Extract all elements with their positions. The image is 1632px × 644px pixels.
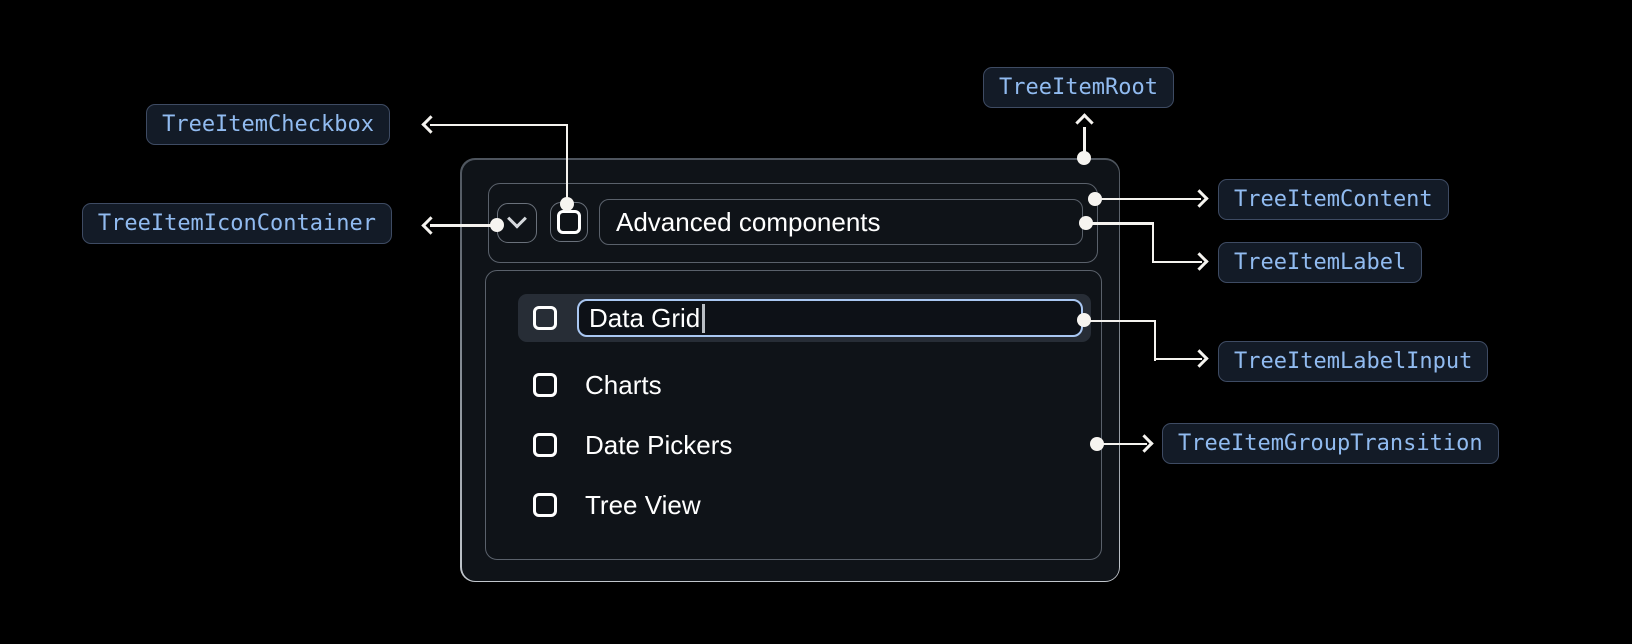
connector-dot (1079, 216, 1093, 230)
connector-dot (1077, 313, 1091, 327)
connector-line (565, 123, 568, 205)
tree-item-group-transition (485, 270, 1102, 560)
text-caret (702, 303, 706, 333)
tree-item-root-surface (461, 159, 1119, 581)
arrowhead-right-icon (1190, 349, 1209, 368)
badge-tree-item-icon-container: TreeItemIconContainer (81, 203, 392, 244)
connector-line (1151, 222, 1154, 263)
badge-tree-item-label: TreeItemLabel (1218, 242, 1423, 283)
parent-label-text: Advanced components (616, 206, 881, 237)
tree-item-row[interactable]: Charts (518, 361, 1091, 409)
chevron-down-icon (507, 208, 527, 229)
badge-tree-item-content: TreeItemContent (1218, 179, 1449, 220)
arrowhead-right-icon (1190, 189, 1209, 208)
tree-item-label-text: Date Pickers (585, 429, 733, 460)
badge-tree-item-root: TreeItemRoot (983, 67, 1174, 108)
tree-item-label-text: Charts (585, 369, 662, 400)
connector-line (1153, 319, 1156, 361)
checkbox-unchecked-icon[interactable] (533, 493, 557, 517)
connector-line (1084, 319, 1156, 322)
checkbox-unchecked-icon[interactable] (533, 306, 557, 330)
badge-tree-item-label-input: TreeItemLabelInput (1218, 341, 1489, 382)
checkbox-unchecked-icon[interactable] (533, 433, 557, 457)
checkbox-unchecked-icon (557, 210, 581, 234)
connector-line (1083, 127, 1086, 159)
arrowhead-right-icon (1135, 434, 1154, 453)
tree-item-row[interactable]: Date Pickers (518, 421, 1091, 469)
connector-line (430, 123, 567, 126)
tree-item-row-editing[interactable]: Data Grid (518, 294, 1091, 342)
arrowhead-left-icon (421, 216, 440, 235)
connector-line (1151, 260, 1202, 263)
tree-item-label-text: Tree View (585, 489, 701, 520)
badge-tree-item-checkbox: TreeItemCheckbox (146, 104, 390, 145)
arrowhead-up-icon (1075, 113, 1094, 132)
connector-line (1097, 442, 1147, 445)
connector-line (1153, 357, 1202, 360)
tree-item-row[interactable]: Tree View (518, 481, 1091, 529)
arrowhead-left-icon (421, 115, 440, 134)
connector-dot (1077, 151, 1091, 165)
connector-dot (1088, 192, 1102, 206)
connector-line (430, 224, 497, 227)
badge-tree-item-group-transition: TreeItemGroupTransition (1162, 423, 1499, 464)
connector-line (1086, 222, 1154, 225)
connector-dot (1090, 437, 1104, 451)
tree-item-root (460, 158, 1120, 582)
tree-item-label[interactable]: Advanced components (599, 199, 1083, 245)
connector-line (1095, 197, 1201, 200)
label-input-value: Data Grid (589, 302, 701, 333)
arrowhead-right-icon (1190, 252, 1209, 271)
connector-dot (490, 218, 504, 232)
tree-item-label-input[interactable]: Data Grid (577, 299, 1083, 337)
checkbox-unchecked-icon[interactable] (533, 373, 557, 397)
connector-dot (560, 197, 574, 211)
